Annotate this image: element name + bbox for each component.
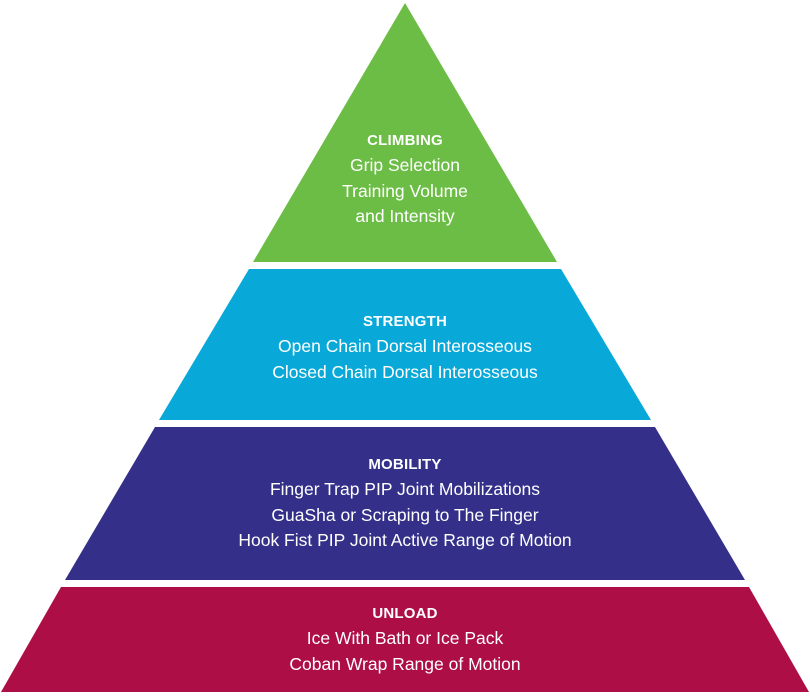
tier-climbing-shape bbox=[253, 3, 557, 262]
tier-unload-shape bbox=[1, 587, 809, 692]
tier-strength-shape bbox=[159, 269, 651, 420]
tier-mobility-shape bbox=[65, 427, 745, 580]
